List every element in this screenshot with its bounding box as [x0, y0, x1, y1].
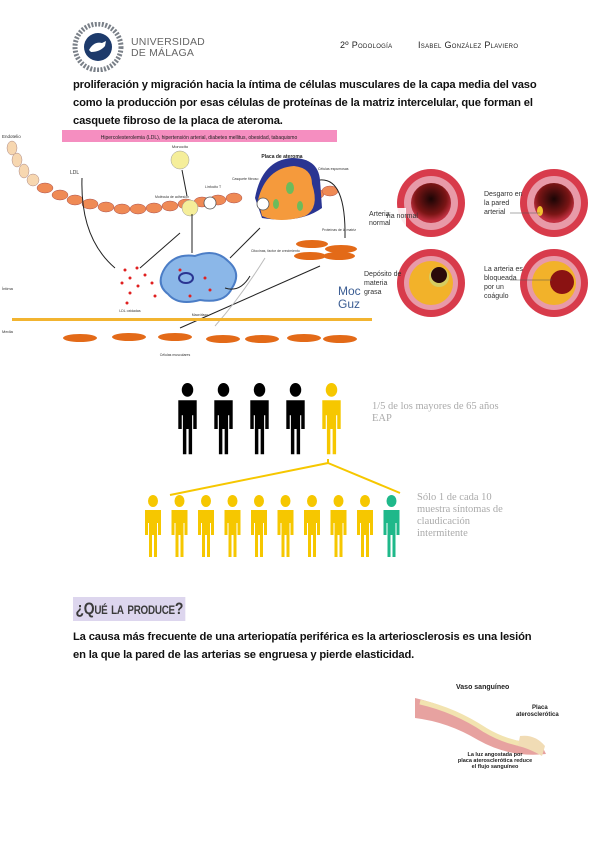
- person-icon: [278, 495, 294, 557]
- people-group-top: [172, 383, 352, 463]
- connector-line: [170, 459, 400, 495]
- person-icon: [178, 383, 196, 454]
- arrow: [182, 170, 187, 196]
- person-icon-highlighted: [322, 383, 340, 454]
- label-arteria-normal-text: Arteria normal: [369, 210, 403, 228]
- header-course: 2º Podología: [340, 40, 392, 50]
- label-monocito: Monocito: [172, 144, 189, 149]
- person-icon: [225, 495, 241, 557]
- artery-tear: [520, 169, 588, 237]
- person-icon: [251, 495, 267, 557]
- university-logo: [72, 22, 124, 72]
- caption-prevalence: 1/5 de los mayores de 65 años EAP: [372, 401, 502, 425]
- label-placa: Placaaterosclerótica: [516, 705, 559, 718]
- person-icon-highlighted: [384, 495, 400, 557]
- person-icon: [331, 495, 347, 557]
- label-intima: Íntima: [2, 286, 14, 291]
- label-endotelio: Endotelio: [2, 134, 21, 139]
- artery-normal: [397, 169, 465, 237]
- university-name: UNIVERSIDAD DE MÁLAGA: [131, 37, 205, 59]
- label-bloqueada: La arteria esbloqueadapor uncoágulo: [484, 266, 523, 300]
- label-deposito-text: Depósito de materia grasa: [364, 270, 404, 297]
- label-espumosas: Células espumosas: [318, 167, 349, 171]
- label-proteinas: Proteínas de la matriz: [322, 228, 356, 232]
- artery-blocked: [520, 249, 588, 317]
- person-icon: [145, 495, 161, 557]
- internal-elastic-lamina: [12, 318, 372, 321]
- muscle-cells-intima: [294, 240, 357, 260]
- arrow: [82, 178, 115, 268]
- monocyte: [171, 151, 189, 169]
- body-paragraph-2: La causa más frecuente de una arteriopat…: [73, 628, 543, 664]
- person-icon: [357, 495, 373, 557]
- label-ldl: LDL: [70, 170, 79, 176]
- label-placa: Placa de ateroma: [261, 154, 302, 160]
- person-icon: [198, 495, 214, 557]
- person-icon: [304, 495, 320, 557]
- person-icon: [250, 383, 268, 454]
- muscle-cells-media: [63, 333, 357, 343]
- person-icon: [214, 383, 232, 454]
- label-casquete: Casquete fibroso: [232, 177, 259, 181]
- label-luz: La luz angostada porplaca aterosclerótic…: [458, 752, 532, 770]
- label-linfocito: Linfocito T: [205, 185, 222, 189]
- label-ldl-oxidadas: LDL oxidadas: [119, 309, 141, 313]
- risk-factors-text: Hipercolesterolemia (LDL), hipertensión …: [101, 135, 298, 141]
- label-vaso: Vaso sanguíneo: [456, 684, 509, 691]
- label-desgarro: Desgarro enla paredarterial: [484, 191, 523, 216]
- label-media: Media: [2, 329, 14, 334]
- artery-fatty-deposit: [397, 249, 465, 317]
- blood-vessel-illustration: Vaso sanguíneo Placaaterosclerótica La l…: [410, 676, 580, 774]
- atherosclerosis-diagram: Hipercolesterolemia (LDL), hipertensión …: [0, 128, 380, 360]
- people-group-bottom: [140, 455, 410, 565]
- overlay-text: Moc Guz: [338, 285, 361, 311]
- label-celulas-musculares: Células musculares: [160, 353, 191, 357]
- body-paragraph-1: proliferación y migración hacia la íntim…: [73, 76, 543, 130]
- caption-symptoms: Sólo 1 de cada 10 muestra síntomas de cl…: [417, 492, 517, 540]
- person-icon: [172, 495, 188, 557]
- label-moleculas: Molécula de adhesión: [155, 195, 189, 199]
- label-citocinas: Citocinas, factor de crecimiento: [251, 249, 300, 253]
- person-icon: [286, 383, 304, 454]
- macrophage: [161, 253, 237, 302]
- section-heading: ¿Qué la produce?: [73, 597, 186, 621]
- header-author: Isabel González Plaviero: [418, 40, 518, 50]
- artery-cross-sections: Arteria normal Desgarro enla paredarteri…: [386, 168, 600, 328]
